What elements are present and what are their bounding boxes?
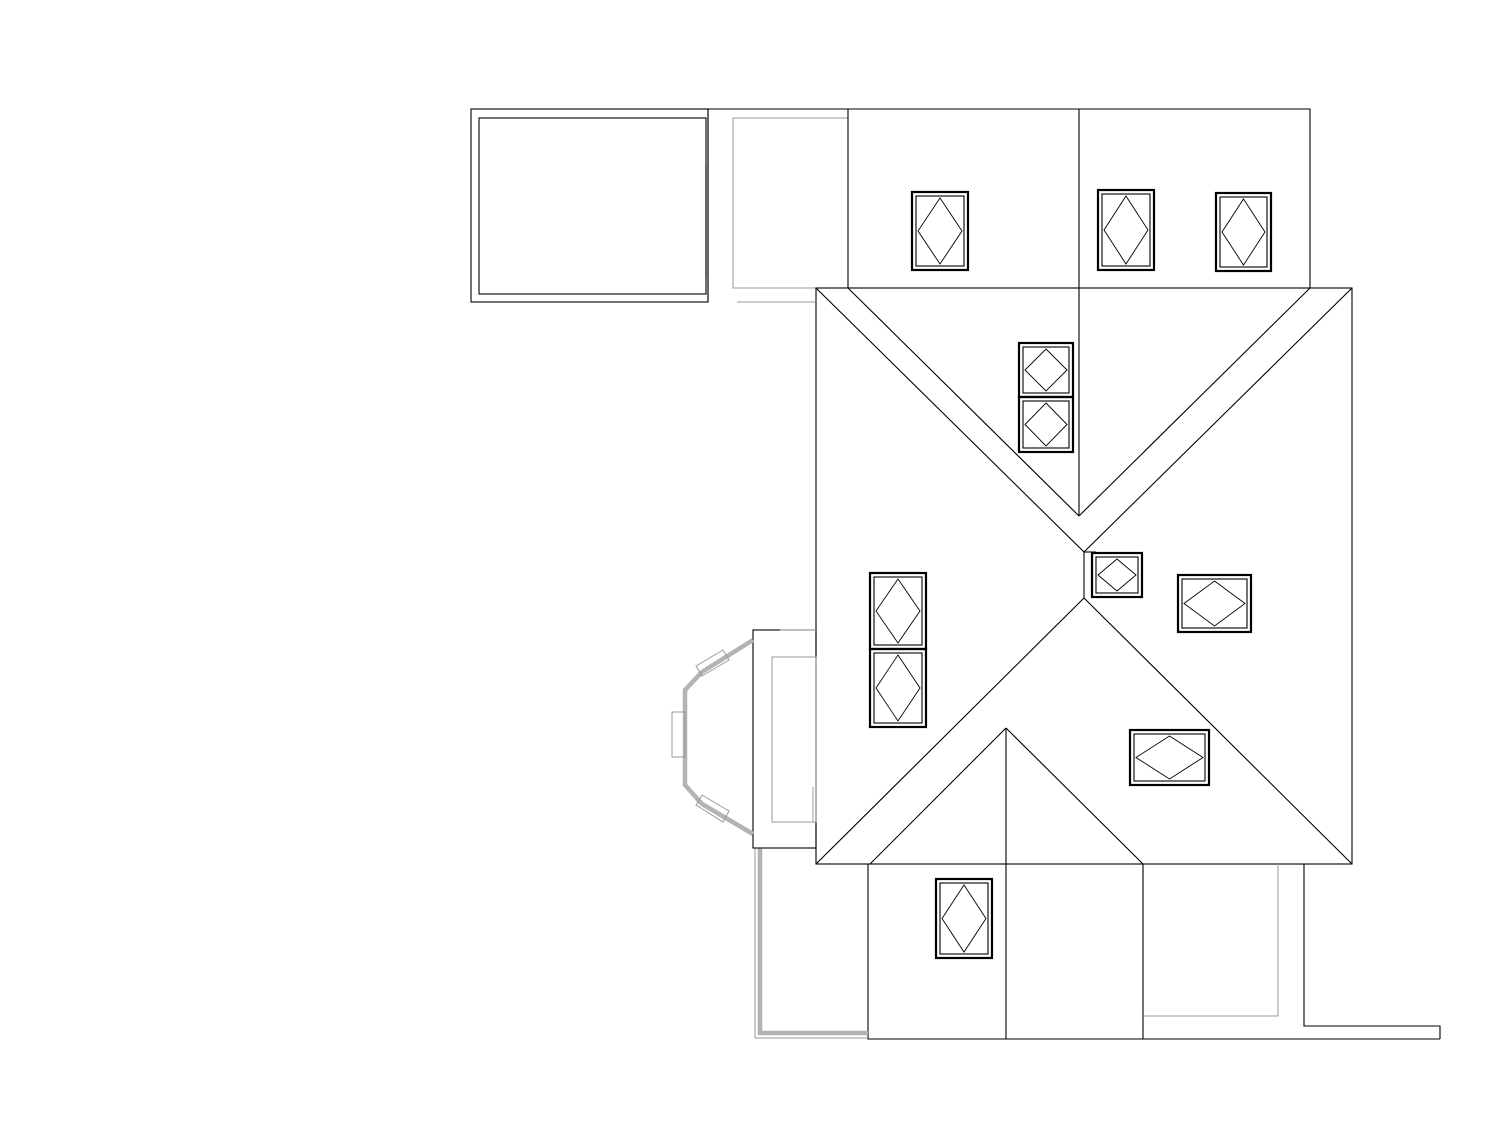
lower-left-gutter xyxy=(753,847,868,1039)
skylight xyxy=(1017,341,1075,399)
skylight xyxy=(1090,551,1144,599)
skylights-group xyxy=(868,188,1273,960)
bay-window-roof xyxy=(671,629,817,849)
lower-gable-roof xyxy=(867,728,1144,1040)
skylight xyxy=(1096,188,1156,272)
skylight xyxy=(1176,573,1253,634)
skylight xyxy=(934,877,994,960)
upper-gable-roof xyxy=(847,108,1311,516)
lower-right-extension xyxy=(1143,864,1441,1040)
skylight xyxy=(868,571,928,651)
annex-link-roof xyxy=(708,108,849,303)
skylight xyxy=(910,190,970,272)
main-hip-roof xyxy=(815,287,1353,865)
flat-roof-annex xyxy=(470,108,709,303)
skylight xyxy=(1214,191,1273,273)
skylight xyxy=(1017,395,1075,454)
skylight xyxy=(1128,728,1211,787)
skylight xyxy=(868,647,928,729)
